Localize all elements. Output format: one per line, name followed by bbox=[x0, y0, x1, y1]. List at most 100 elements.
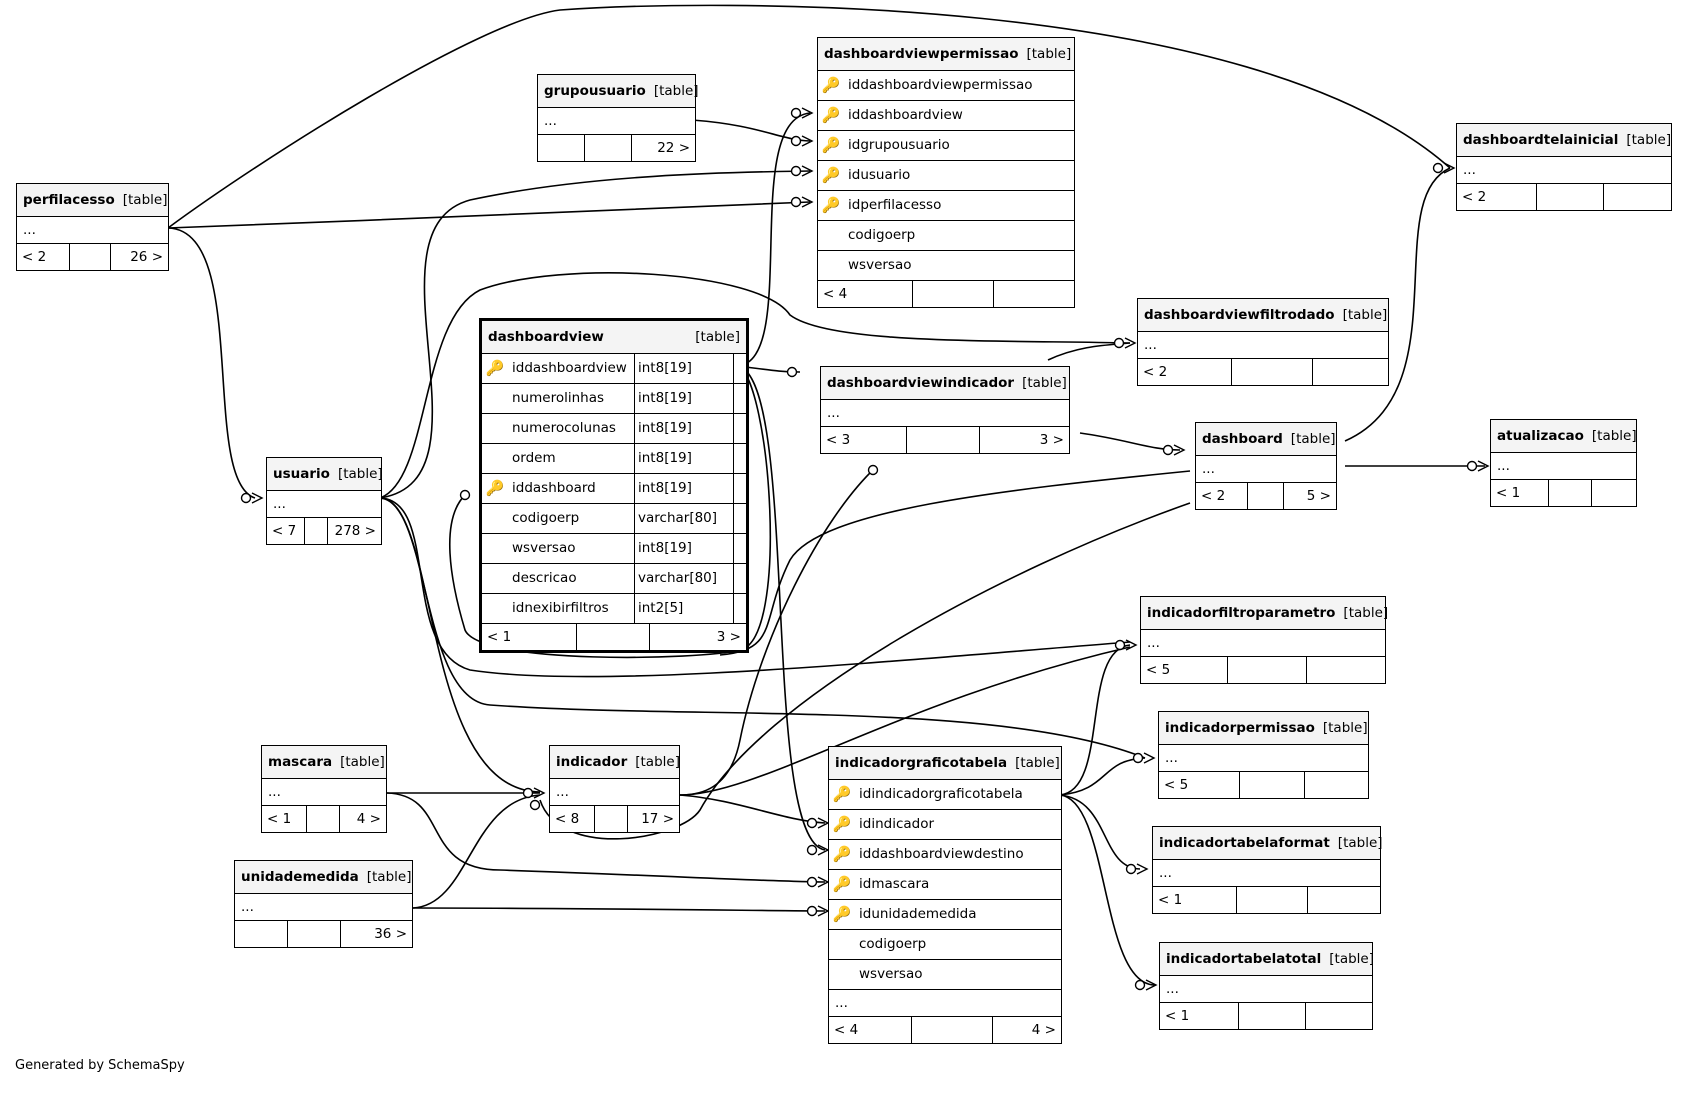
children-count[interactable]: 5 > bbox=[1283, 483, 1336, 509]
table-indicadorfiltroparametro[interactable]: indicadorfiltroparametro[table] ... < 5 bbox=[1140, 596, 1388, 684]
parents-count[interactable]: < 5 bbox=[1164, 777, 1189, 793]
parents-count[interactable]: < 4 bbox=[823, 286, 848, 302]
column-row[interactable]: wsversao bbox=[818, 251, 1074, 281]
parents-count[interactable]: < 2 bbox=[22, 249, 47, 265]
generated-by-credit: Generated by SchemaSpy bbox=[15, 1058, 185, 1073]
table-unidademedida[interactable]: unidademedida[table] ... 36 > bbox=[234, 860, 413, 948]
table-indicadorgraficotabela[interactable]: indicadorgraficotabela[table] 🔑idindicad… bbox=[828, 746, 1062, 1044]
children-count[interactable] bbox=[993, 281, 1074, 307]
footer-blank bbox=[594, 806, 627, 832]
table-type: [table] bbox=[340, 754, 385, 770]
columns-elided: ... bbox=[1159, 745, 1368, 772]
column-row[interactable]: codigoerp bbox=[818, 221, 1074, 251]
column-row[interactable]: 🔑idgrupousuario bbox=[818, 131, 1074, 161]
table-header: dashboard[table] bbox=[1196, 423, 1336, 456]
column-row[interactable]: codigoerp bbox=[829, 930, 1061, 960]
edge-usuario-dvp bbox=[379, 170, 811, 499]
column-row[interactable]: 🔑iddashboardviewdestino bbox=[829, 840, 1061, 870]
parents-count[interactable]: < 1 bbox=[487, 629, 512, 645]
column-row[interactable]: wsversao bbox=[829, 960, 1061, 990]
parents-count[interactable]: < 1 bbox=[1158, 892, 1183, 908]
table-dashboardtelainicial[interactable]: dashboardtelainicial[table] ... < 2 bbox=[1456, 123, 1672, 211]
children-count[interactable]: 22 > bbox=[631, 135, 695, 161]
children-count[interactable]: 278 > bbox=[327, 518, 381, 544]
children-count[interactable]: 4 > bbox=[992, 1017, 1061, 1043]
key-gray-icon: 🔑 bbox=[832, 815, 852, 833]
parents-count[interactable]: < 2 bbox=[1462, 189, 1487, 205]
table-type: [table] bbox=[653, 83, 699, 99]
table-name: dashboardtelainicial bbox=[1463, 132, 1619, 148]
parents-count[interactable]: < 2 bbox=[1143, 364, 1168, 380]
column-row[interactable]: 🔑idindicador bbox=[829, 810, 1061, 840]
children-count[interactable]: 3 > bbox=[979, 427, 1069, 453]
children-count[interactable] bbox=[1591, 480, 1636, 506]
children-count[interactable] bbox=[1312, 359, 1388, 385]
table-grupousuario[interactable]: grupousuario[table] ... 22 > bbox=[537, 74, 699, 162]
column-type: int8[19] bbox=[634, 414, 733, 443]
children-count[interactable] bbox=[1603, 184, 1671, 210]
children-count[interactable] bbox=[1305, 1003, 1372, 1029]
edge-usuario-dvfd bbox=[379, 272, 1131, 499]
column-type: int2[5] bbox=[634, 594, 733, 623]
table-dashboardviewfiltrodado[interactable]: dashboardviewfiltrodado[table] ... < 2 bbox=[1137, 298, 1389, 386]
column-name: iddashboardviewdestino bbox=[859, 846, 1024, 862]
key-gray-icon: 🔑 bbox=[821, 136, 841, 154]
edge-dashboardview-igt bbox=[737, 365, 826, 851]
table-atualizacao[interactable]: atualizacao[table] ... < 1 bbox=[1490, 419, 1637, 507]
edge-dashboard-dti bbox=[1344, 167, 1451, 442]
parents-count[interactable] bbox=[538, 135, 584, 161]
table-indicadortabelatotal[interactable]: indicadortabelatotal[table] ... < 1 bbox=[1159, 942, 1374, 1030]
children-count[interactable]: 4 > bbox=[339, 806, 386, 832]
parents-count[interactable]: < 3 bbox=[826, 432, 851, 448]
parents-count[interactable] bbox=[235, 921, 287, 947]
columns-elided: ... bbox=[538, 108, 695, 135]
table-indicadorpermissao[interactable]: indicadorpermissao[table] ... < 5 bbox=[1158, 711, 1369, 799]
children-count[interactable]: 17 > bbox=[627, 806, 679, 832]
children-count[interactable]: 36 > bbox=[340, 921, 412, 947]
column-name: iddashboard bbox=[512, 480, 596, 496]
parents-count[interactable]: < 1 bbox=[267, 811, 292, 827]
table-footer: < 4 bbox=[818, 281, 1074, 307]
parents-count[interactable]: < 7 bbox=[272, 523, 297, 539]
parents-count[interactable]: < 1 bbox=[1165, 1008, 1190, 1024]
children-count[interactable] bbox=[1307, 887, 1380, 913]
table-type: [table] bbox=[1342, 307, 1388, 323]
table-header: dashboardviewindicador[table] bbox=[821, 367, 1069, 400]
column-row[interactable]: 🔑idunidademedida bbox=[829, 900, 1061, 930]
parents-count[interactable]: < 4 bbox=[834, 1022, 859, 1038]
children-count[interactable] bbox=[1306, 657, 1385, 683]
column-row[interactable]: 🔑idusuario bbox=[818, 161, 1074, 191]
column-row[interactable]: 🔑idindicadorgraficotabela bbox=[829, 780, 1061, 810]
table-footer: < 5 bbox=[1141, 657, 1385, 683]
parents-count[interactable]: < 5 bbox=[1146, 662, 1171, 678]
children-count[interactable]: 26 > bbox=[110, 244, 168, 270]
column-row[interactable]: 🔑iddashboardviewpermissao bbox=[818, 71, 1074, 101]
table-indicadortabelaformat[interactable]: indicadortabelaformat[table] ... < 1 bbox=[1152, 826, 1383, 914]
children-count[interactable]: 3 > bbox=[649, 624, 746, 650]
parents-count[interactable]: < 2 bbox=[1201, 488, 1226, 504]
table-dashboardviewpermissao[interactable]: dashboardviewpermissao[table] 🔑iddashboa… bbox=[817, 37, 1075, 308]
columns-elided: ... bbox=[17, 217, 168, 244]
parents-count[interactable]: < 8 bbox=[555, 811, 580, 827]
children-count[interactable] bbox=[1304, 772, 1368, 798]
column-row[interactable]: 🔑idperfilacesso bbox=[818, 191, 1074, 221]
parents-count[interactable]: < 1 bbox=[1496, 485, 1521, 501]
column-row[interactable]: 🔑idmascara bbox=[829, 870, 1061, 900]
column-row[interactable]: 🔑iddashboardview bbox=[818, 101, 1074, 131]
